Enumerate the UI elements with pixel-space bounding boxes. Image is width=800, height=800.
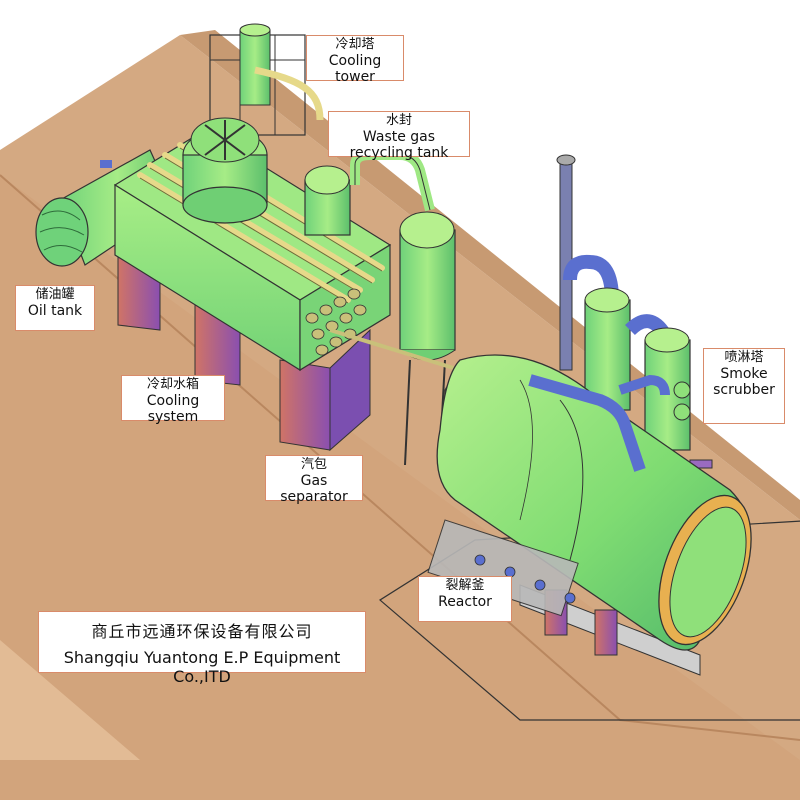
company-name-en: Shangqiu Yuantong E.P Equipment Co.,ITD bbox=[63, 648, 341, 686]
label-reactor: 裂解釜 Reactor bbox=[418, 576, 512, 622]
label-reactor-en: Reactor bbox=[438, 593, 492, 610]
label-cooling-tower-en: Cooling tower bbox=[328, 52, 382, 86]
company-name-box: 商丘市远通环保设备有限公司 Shangqiu Yuantong E.P Equi… bbox=[38, 611, 366, 686]
label-smoke-scrubber-cn: 喷淋塔 bbox=[724, 350, 764, 365]
company-name-cn: 商丘市远通环保设备有限公司 bbox=[91, 622, 313, 641]
label-cooling-tower: 冷却塔 Cooling tower bbox=[306, 35, 404, 85]
label-cooling-tower-cn: 冷却塔 bbox=[335, 37, 375, 52]
label-oil-tank-cn: 储油罐 bbox=[35, 287, 75, 302]
label-smoke-scrubber: 喷淋塔 Smoke scrubber bbox=[703, 348, 785, 424]
label-oil-tank-en: Oil tank bbox=[27, 302, 83, 319]
cooling-tower bbox=[182, 23, 324, 224]
label-oil-tank: 储油罐 Oil tank bbox=[15, 285, 95, 331]
label-smoke-scrubber-en-2: scrubber bbox=[713, 382, 775, 399]
label-waste-gas-tank: 水封 Waste gas recycling tank bbox=[328, 111, 470, 161]
label-smoke-scrubber-en-1: Smoke bbox=[720, 365, 768, 382]
label-cooling-system-cn: 冷却水箱 bbox=[146, 377, 199, 392]
label-cooling-system-en: Cooling system bbox=[146, 392, 200, 426]
gas-separator bbox=[329, 211, 461, 466]
label-cooling-system: 冷却水箱 Cooling system bbox=[121, 375, 225, 425]
label-gas-separator: 汽包 Gas separator bbox=[265, 455, 363, 505]
label-waste-gas-tank-en: Waste gas recycling tank bbox=[349, 128, 449, 162]
label-reactor-cn: 裂解釜 bbox=[445, 578, 485, 593]
reactor bbox=[427, 354, 752, 676]
cooling-system-piers bbox=[117, 249, 371, 452]
label-waste-gas-tank-cn: 水封 bbox=[385, 113, 412, 128]
label-gas-separator-cn: 汽包 bbox=[300, 457, 327, 472]
label-gas-separator-en: Gas separator bbox=[280, 472, 348, 506]
